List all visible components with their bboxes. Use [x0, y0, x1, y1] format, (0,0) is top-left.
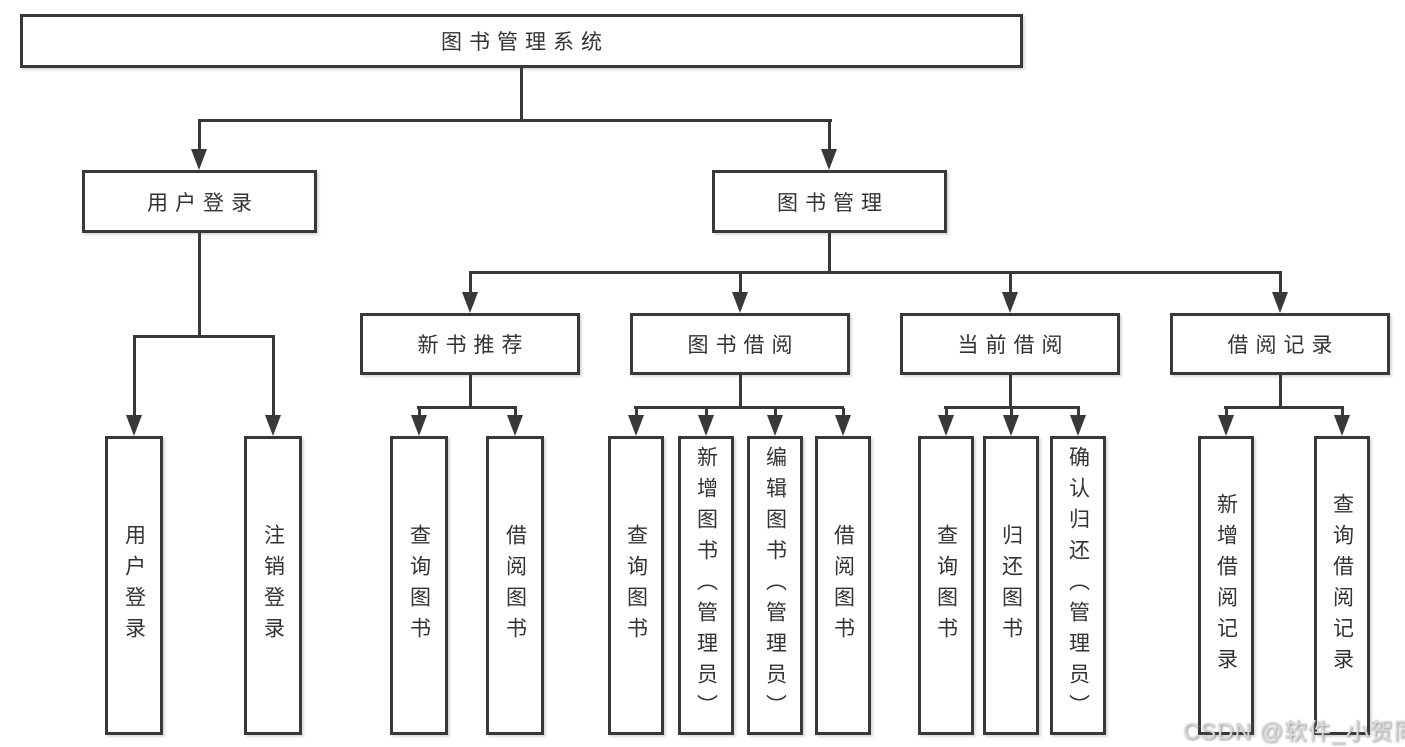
- node-borrowing-records: 借阅记录: [1170, 313, 1390, 375]
- connector-arrow-stem: [418, 408, 421, 418]
- arrow-down-icon: [126, 415, 142, 436]
- connector-arrow-stem: [774, 408, 777, 418]
- arrow-down-icon: [411, 415, 427, 436]
- connector-arrow-stem: [1341, 408, 1344, 418]
- connector-arrow-stem: [198, 121, 201, 152]
- arrow-down-icon: [265, 415, 281, 436]
- node-query-books-recommend: 查询图书: [390, 436, 448, 735]
- arrow-down-icon: [628, 415, 644, 436]
- node-current-borrowing: 当前借阅: [900, 313, 1120, 375]
- arrow-down-icon: [835, 415, 851, 436]
- node-label: 注销登录: [261, 523, 285, 648]
- node-add-borrow-record: 新增借阅记录: [1198, 436, 1254, 735]
- connector-arrow-stem: [1279, 273, 1282, 294]
- connector-borrowing-down: [739, 373, 742, 409]
- connector-userlogin-down: [198, 231, 201, 338]
- connector-arrow-stem: [1077, 408, 1080, 418]
- node-logout: 注销登录: [244, 436, 302, 735]
- node-book-management: 图书管理: [712, 170, 947, 233]
- connector-recommend-down: [469, 373, 472, 409]
- arrow-down-icon: [1218, 415, 1234, 436]
- arrow-down-icon: [1002, 292, 1018, 313]
- connector-arrow-stem: [469, 273, 472, 294]
- connector-root-down: [520, 66, 523, 122]
- node-edit-books-admin: 编辑图书（管理员）: [747, 436, 803, 735]
- connector-userlogin-split: [133, 335, 275, 338]
- node-borrow-books-recommend: 借阅图书: [486, 436, 544, 735]
- arrow-down-icon: [732, 292, 748, 313]
- node-query-books-current: 查询图书: [918, 436, 974, 735]
- connector-arrow-stem: [635, 408, 638, 418]
- node-new-book-recommend: 新书推荐: [360, 313, 580, 375]
- arrow-down-icon: [1334, 415, 1350, 436]
- node-label: 确认归还（管理员）: [1066, 446, 1090, 725]
- node-label: 查询图书: [624, 523, 648, 648]
- node-library-management-system: 图书管理系统: [20, 14, 1023, 68]
- node-query-books-borrowing: 查询图书: [608, 436, 664, 735]
- node-user-login-branch: 用户登录: [82, 170, 317, 233]
- connector-recommend-split: [417, 406, 517, 409]
- node-book-borrowing: 图书借阅: [630, 313, 850, 375]
- connector-arrow-stem: [272, 337, 275, 417]
- arrow-down-icon: [1070, 415, 1086, 436]
- connector-arrow-stem: [842, 408, 845, 418]
- node-confirm-return-admin: 确认归还（管理员）: [1050, 436, 1106, 735]
- arrow-down-icon: [938, 415, 954, 436]
- connector-records-down: [1279, 373, 1282, 409]
- connector-level2-split: [198, 119, 832, 122]
- connector-arrow-stem: [1225, 408, 1228, 418]
- node-label: 新增借阅记录: [1214, 492, 1238, 679]
- node-borrow-books: 借阅图书: [815, 436, 871, 735]
- node-label: 查询借阅记录: [1330, 492, 1354, 679]
- connector-arrow-stem: [739, 273, 742, 294]
- connector-arrow-stem: [1010, 408, 1013, 418]
- connector-arrow-stem: [514, 408, 517, 418]
- node-label: 查询图书: [934, 523, 958, 648]
- node-label: 归还图书: [999, 523, 1023, 648]
- arrow-down-icon: [821, 149, 837, 170]
- node-label: 借阅图书: [831, 523, 855, 648]
- connector-bookmgmt-down: [828, 231, 831, 274]
- connector-level3-split: [469, 271, 1282, 274]
- node-user-login: 用户登录: [105, 436, 163, 735]
- arrow-down-icon: [191, 149, 207, 170]
- node-query-borrow-record: 查询借阅记录: [1314, 436, 1370, 735]
- arrow-down-icon: [1003, 415, 1019, 436]
- connector-current-down: [1009, 373, 1012, 409]
- node-label: 新增图书（管理员）: [694, 446, 718, 725]
- connector-borrowing-split: [634, 406, 844, 409]
- arrow-down-icon: [462, 292, 478, 313]
- arrow-down-icon: [698, 415, 714, 436]
- node-label: 编辑图书（管理员）: [763, 446, 787, 725]
- node-label: 用户登录: [122, 523, 146, 648]
- csdn-watermark: CSDN @软件_小贺同学: [1183, 718, 1405, 744]
- connector-arrow-stem: [133, 337, 136, 417]
- connector-arrow-stem: [705, 408, 708, 418]
- connector-arrow-stem: [945, 408, 948, 418]
- node-return-books: 归还图书: [983, 436, 1039, 735]
- connector-arrow-stem: [1009, 273, 1012, 294]
- arrow-down-icon: [767, 415, 783, 436]
- connector-current-split: [944, 406, 1080, 409]
- arrow-down-icon: [507, 415, 523, 436]
- node-add-books-admin: 新增图书（管理员）: [678, 436, 734, 735]
- node-label: 借阅图书: [503, 523, 527, 648]
- node-label: 查询图书: [407, 523, 431, 648]
- arrow-down-icon: [1272, 292, 1288, 313]
- connector-arrow-stem: [828, 121, 831, 152]
- connector-records-split: [1224, 406, 1344, 409]
